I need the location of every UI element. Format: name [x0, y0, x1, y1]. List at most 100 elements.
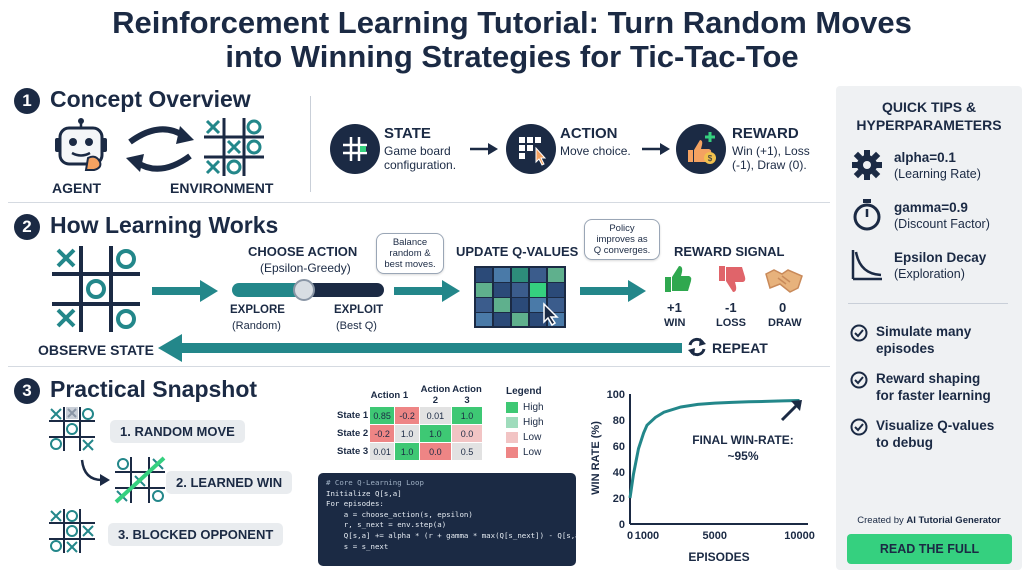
thumbs-coin-icon: $	[688, 132, 716, 164]
update-q-title: UPDATE Q-VALUES	[456, 244, 579, 259]
observe-state-label: OBSERVE STATE	[38, 342, 154, 358]
legend-swatch	[506, 432, 518, 443]
section3-number: 3	[14, 378, 40, 404]
state-step-desc-1: Game board	[384, 144, 451, 158]
y-tick-label: 40	[613, 467, 625, 479]
reward-signal-title: REWARD SIGNAL	[674, 244, 785, 259]
q-table: Action 1 Action 2 Action 3 State 1 0.85 …	[336, 384, 484, 461]
created-by-prefix: Created by	[857, 515, 907, 526]
legend-swatch	[506, 402, 518, 413]
page-title-line1: Reinforcement Learning Tutorial: Turn Ra…	[112, 5, 912, 40]
reward-win-label: WIN	[664, 317, 686, 329]
reward-step-desc-2: (-1), Draw (0).	[732, 158, 807, 172]
policy-bubble-line: Q converges.	[593, 245, 651, 256]
page-title-line2: into Winning Strategies for Tic-Tac-Toe	[225, 39, 799, 74]
explore-sub: (Random)	[232, 320, 281, 332]
q-table-cell: 0.01	[419, 406, 452, 425]
action-step-badge	[506, 124, 556, 174]
observe-board-icon	[52, 246, 140, 332]
q-table-row-header: State 2	[337, 428, 369, 439]
tip-line: episodes	[876, 341, 935, 356]
tip-line: Reward shaping	[876, 371, 981, 386]
q-table-header-row: Action 1 Action 2 Action 3	[336, 384, 483, 407]
sidebar-divider	[848, 303, 1008, 304]
code-line: For episodes:	[326, 499, 384, 509]
mini-board-learned	[114, 456, 166, 504]
read-full-tutorial-button[interactable]: READ THE FULL TUTORIAL	[847, 534, 1012, 564]
legend-label: High	[523, 417, 544, 428]
win-rate-series-line	[628, 399, 800, 499]
x-tick-label: 5000	[703, 530, 727, 542]
q-table-corner	[336, 384, 370, 407]
tip-line: to debug	[876, 435, 933, 450]
thumbs-down-icon	[719, 266, 746, 292]
tip-line: Simulate many	[876, 324, 972, 339]
reward-win-value: +1	[667, 300, 682, 315]
sidebar-heading-line: HYPERPARAMETERS	[856, 117, 1002, 133]
repeat-icon	[688, 337, 706, 357]
x-tick-label: 1000	[635, 530, 659, 542]
q-table-cell: 0.85	[369, 406, 396, 425]
arrow-right-icon	[470, 143, 498, 155]
legend-swatch	[506, 447, 518, 458]
tap-grid-icon	[519, 137, 547, 166]
y-tick-label: 100	[607, 389, 625, 401]
gear-icon	[852, 150, 882, 180]
choose-action-sub: (Epsilon-Greedy)	[260, 261, 351, 275]
section-divider	[8, 366, 830, 367]
section3-title: Practical Snapshot	[50, 376, 258, 402]
snapshot-step-3: 3. BLOCKED OPPONENT	[108, 523, 284, 546]
epsilon-slider-handle[interactable]	[293, 279, 315, 301]
param-alpha-name: alpha=0.1	[894, 150, 956, 165]
thumbs-up-icon	[665, 266, 692, 292]
annotation-line-1: FINAL WIN-RATE:	[692, 433, 794, 447]
q-legend: High High Low Low	[506, 400, 566, 460]
section1-number: 1	[14, 88, 40, 114]
q-legend-item: Low	[506, 445, 566, 460]
arrow-right-icon	[642, 143, 670, 155]
y-tick-label: 80	[613, 415, 625, 427]
sidebar-heading: QUICK TIPS & HYPERPARAMETERS	[836, 98, 1022, 134]
state-step-desc-2: configuration.	[384, 158, 457, 172]
q-table-cell: -0.2	[369, 424, 396, 443]
check-circle-icon	[850, 324, 868, 342]
param-gamma-name: gamma=0.9	[894, 200, 968, 215]
section-divider	[8, 202, 830, 203]
grid-icon	[343, 137, 367, 161]
q-heatmap-graphic	[474, 266, 566, 328]
q-table-cell: -0.2	[394, 406, 421, 425]
q-table-cell: 0.0	[450, 424, 484, 443]
q-table-row-header: State 3	[337, 446, 369, 457]
check-circle-icon	[850, 418, 868, 436]
explore-label: EXPLORE	[230, 304, 285, 316]
stopwatch-icon	[853, 199, 881, 231]
q-table-row: State 1 0.85 -0.2 0.01 1.0	[336, 406, 484, 425]
param-epsilon-desc: (Exploration)	[894, 267, 965, 281]
q-table-cell: 1.0	[419, 424, 452, 443]
policy-bubble-line: Policy	[609, 223, 635, 234]
decay-curve-icon	[851, 250, 882, 281]
q-table-row: State 3 0.01 1.0 0.0 0.5	[336, 442, 484, 461]
x-tick-label: 10000	[784, 530, 815, 542]
section1-title: Concept Overview	[50, 86, 251, 112]
y-tick-label: 60	[613, 441, 625, 453]
q-legend-item: Low	[506, 430, 566, 445]
created-by-name: AI Tutorial Generator	[906, 515, 1001, 526]
repeat-label: REPEAT	[712, 340, 768, 356]
annotation-line-2: ~95%	[727, 449, 758, 463]
q-table-col-header: Action 1	[370, 389, 409, 401]
reward-loss-value: -1	[725, 300, 737, 315]
q-legend-item: High	[506, 400, 566, 415]
svg-text:$: $	[708, 154, 713, 163]
balance-bubble-line: Balance	[392, 237, 428, 248]
policy-bubble-line: improves as	[596, 234, 648, 245]
legend-swatch	[506, 417, 518, 428]
q-table-col-header: Action 2	[420, 384, 451, 406]
x-axis-label: EPISODES	[688, 550, 749, 564]
tip-line: Visualize Q-values	[876, 418, 995, 433]
code-line: r, s_next = env.step(a)	[326, 520, 447, 530]
tip-1: Simulate many episodes	[876, 323, 971, 357]
state-step-title: STATE	[384, 125, 431, 142]
environment-label: ENVIRONMENT	[170, 180, 274, 196]
